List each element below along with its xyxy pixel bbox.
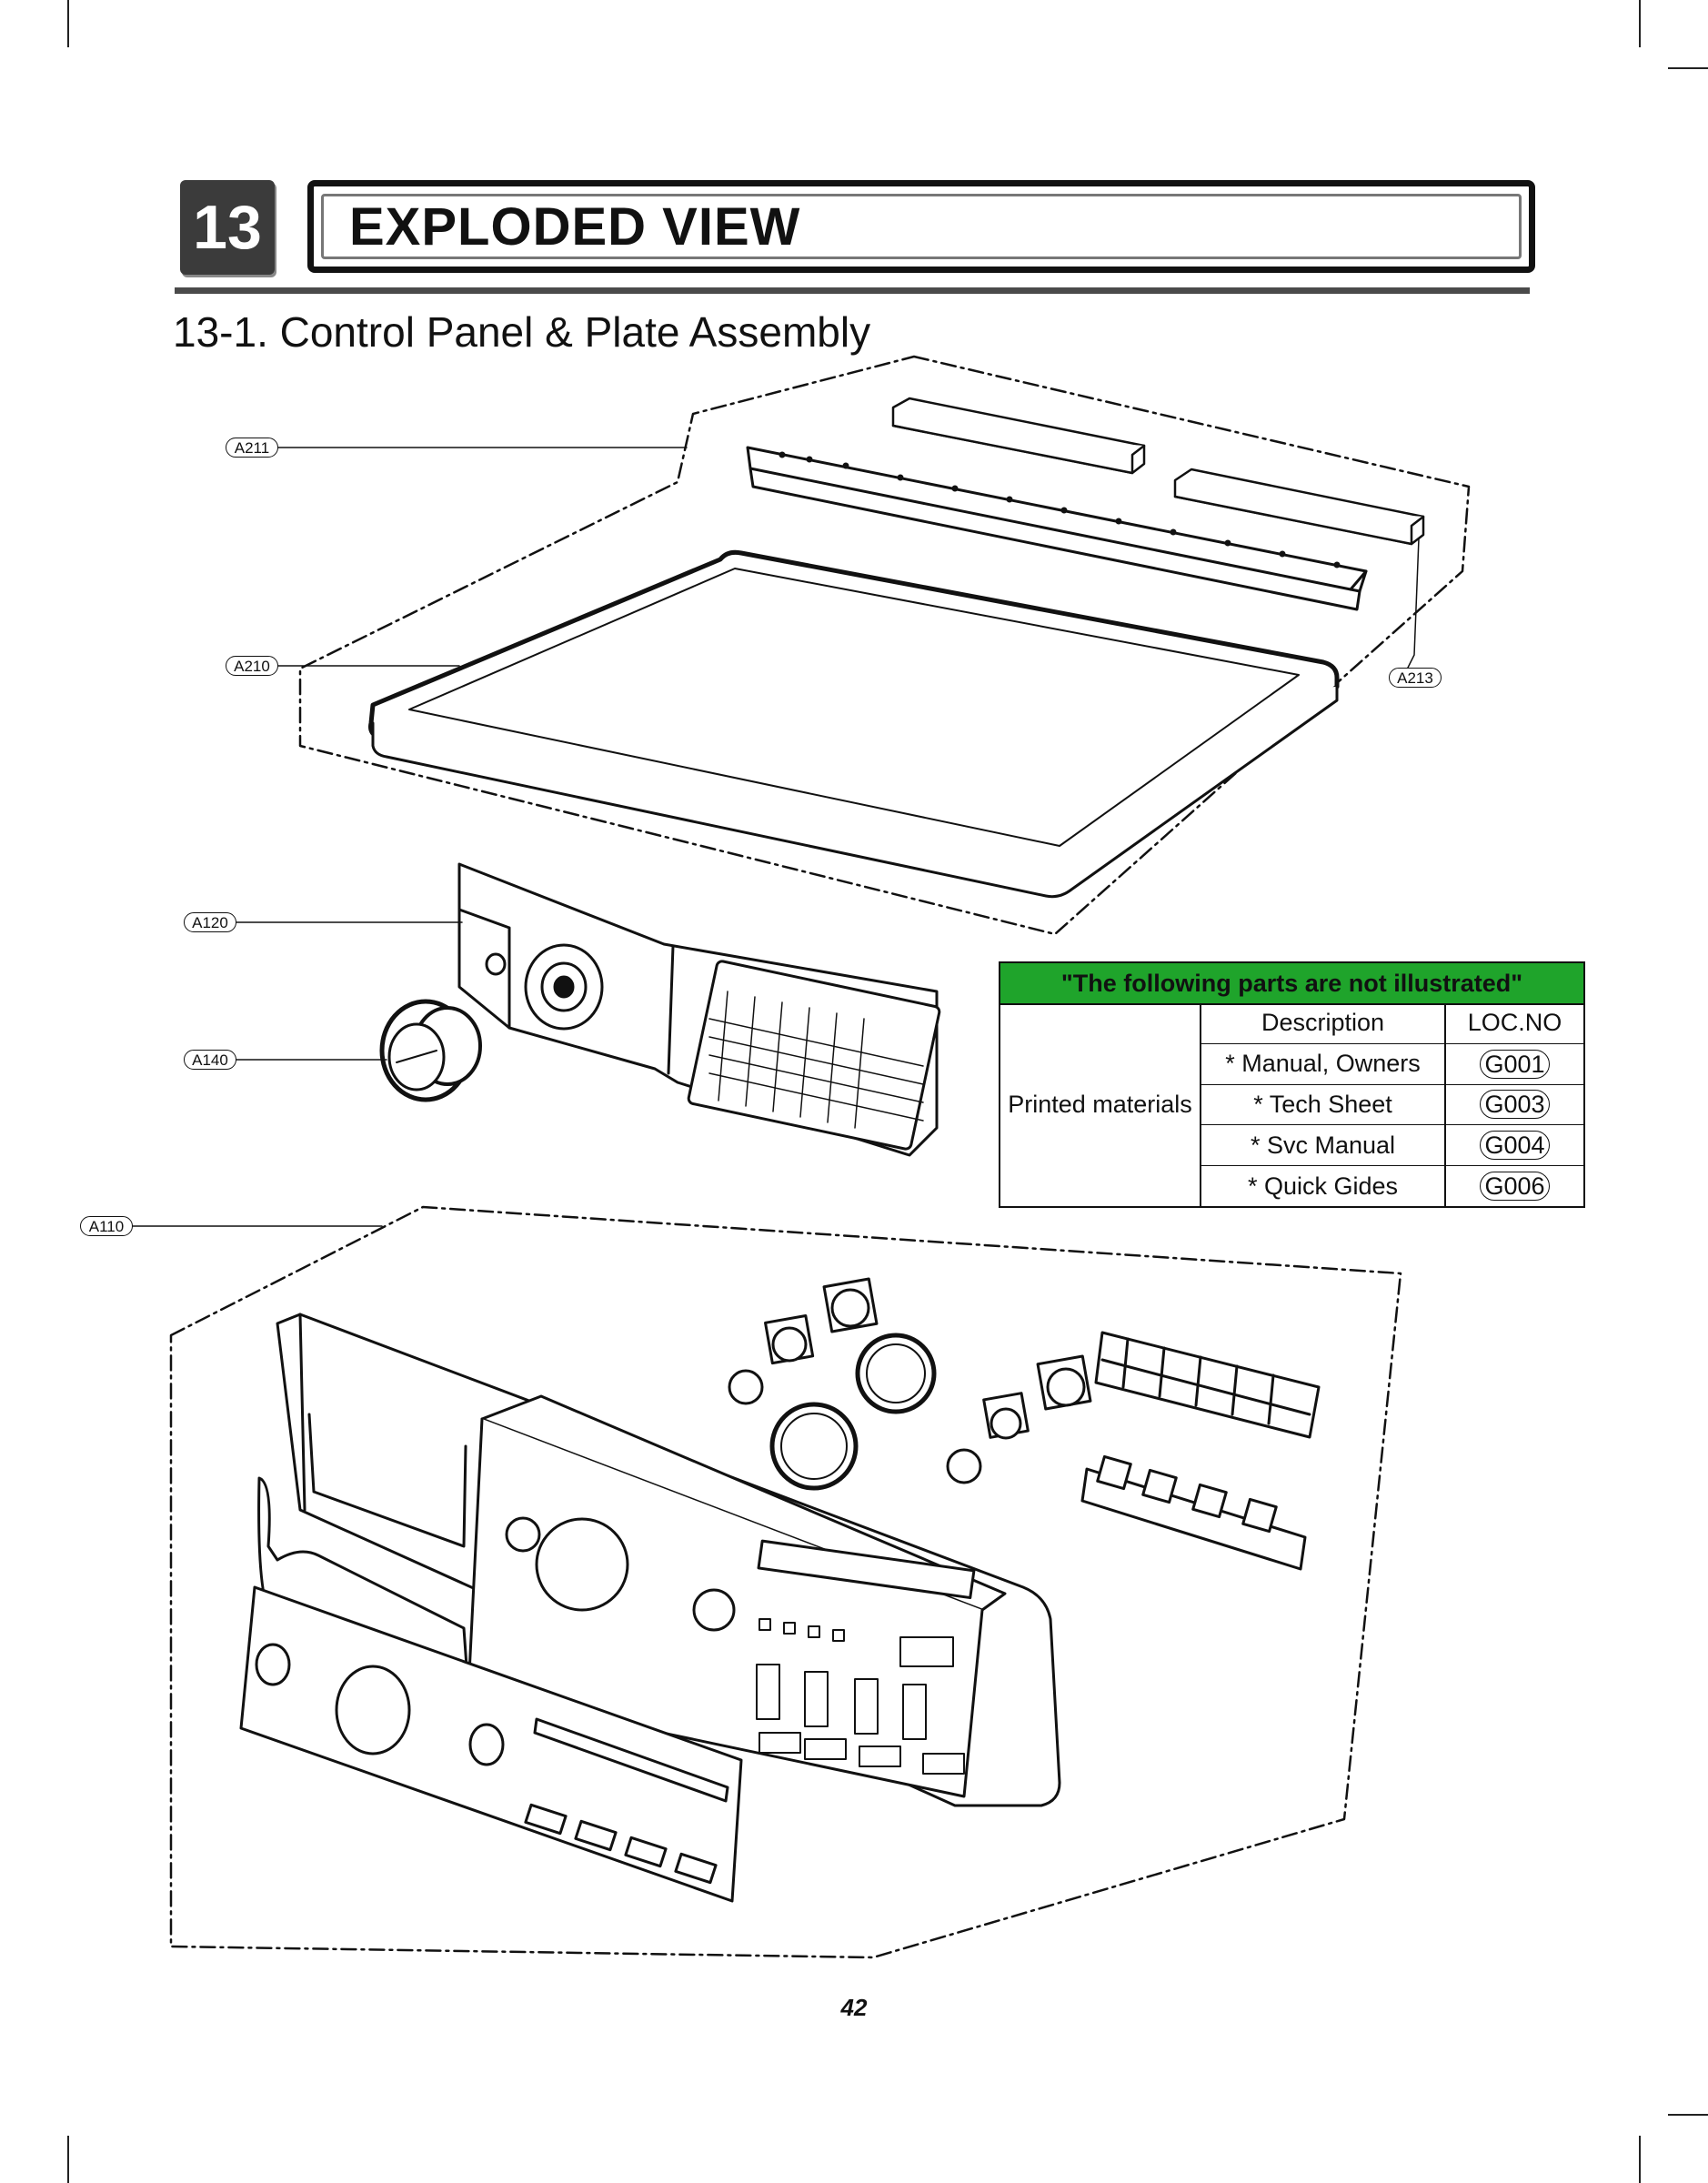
crop-mark bbox=[67, 0, 69, 47]
table-row: * Svc Manual G004 bbox=[1201, 1125, 1583, 1167]
table-row: * Manual, Owners G001 bbox=[1201, 1043, 1583, 1085]
top-plate-a210 bbox=[368, 549, 1340, 899]
crop-mark bbox=[1668, 67, 1708, 69]
header-rule bbox=[175, 287, 1530, 294]
button-strip-lower bbox=[1080, 1454, 1307, 1571]
knob-a140 bbox=[379, 999, 482, 1102]
pcb-housing-a120 bbox=[457, 862, 941, 1157]
column-header-loc: LOC.NO bbox=[1467, 1009, 1562, 1037]
callout-a110: A110 bbox=[80, 1216, 133, 1236]
chapter-number: 13 bbox=[180, 180, 275, 275]
callout-a213: A213 bbox=[1389, 668, 1442, 688]
part-loc-number: G001 bbox=[1480, 1049, 1550, 1079]
page-number: 42 bbox=[840, 1994, 868, 2021]
chapter-title-frame: EXPLODED VIEW bbox=[307, 180, 1535, 273]
control-panel-trim bbox=[257, 1476, 470, 1694]
part-loc-number: G004 bbox=[1480, 1131, 1550, 1161]
rail-a211 bbox=[746, 446, 1368, 611]
callout-a120: A120 bbox=[184, 912, 236, 932]
bracket-left-a213 bbox=[891, 397, 1146, 475]
control-panel-a110 bbox=[276, 1313, 1061, 1807]
crop-mark bbox=[1668, 2114, 1708, 2116]
parts-table-header-row: Description LOC.NO bbox=[1201, 1003, 1583, 1044]
part-description: * Tech Sheet bbox=[1201, 1084, 1446, 1125]
front-overlay bbox=[239, 1585, 743, 1903]
not-illustrated-parts-table: "The following parts are not illustrated… bbox=[999, 961, 1585, 1208]
table-row: * Tech Sheet G003 bbox=[1201, 1084, 1583, 1126]
part-description: * Manual, Owners bbox=[1201, 1043, 1446, 1084]
top-plate-group-boundary bbox=[298, 355, 1471, 936]
crop-mark bbox=[1639, 2136, 1641, 2183]
callout-a210: A210 bbox=[226, 656, 278, 676]
callout-a140: A140 bbox=[184, 1050, 236, 1070]
control-panel-group-boundary bbox=[169, 1205, 1402, 1959]
part-loc-number: G003 bbox=[1480, 1090, 1550, 1120]
parts-group-label: Printed materials bbox=[1000, 1003, 1201, 1206]
crop-mark bbox=[1639, 0, 1641, 47]
part-loc-number: G006 bbox=[1480, 1172, 1550, 1202]
part-description: * Quick Gides bbox=[1201, 1166, 1446, 1206]
parts-table-heading: "The following parts are not illustrated… bbox=[1000, 963, 1583, 1005]
part-description: * Svc Manual bbox=[1201, 1125, 1446, 1166]
column-header-description: Description bbox=[1201, 1003, 1446, 1043]
callout-a211: A211 bbox=[226, 438, 278, 458]
chapter-title: EXPLODED VIEW bbox=[321, 194, 1522, 259]
callout-leaders bbox=[132, 447, 1420, 1227]
crop-mark bbox=[67, 2136, 69, 2183]
table-row: * Quick Gides G006 bbox=[1201, 1166, 1583, 1206]
button-strip-upper bbox=[1094, 1331, 1321, 1439]
section-title: 13-1. Control Panel & Plate Assembly bbox=[173, 308, 871, 356]
loose-knobs-and-rings bbox=[728, 1277, 1092, 1491]
bracket-right-a213 bbox=[1173, 468, 1425, 546]
